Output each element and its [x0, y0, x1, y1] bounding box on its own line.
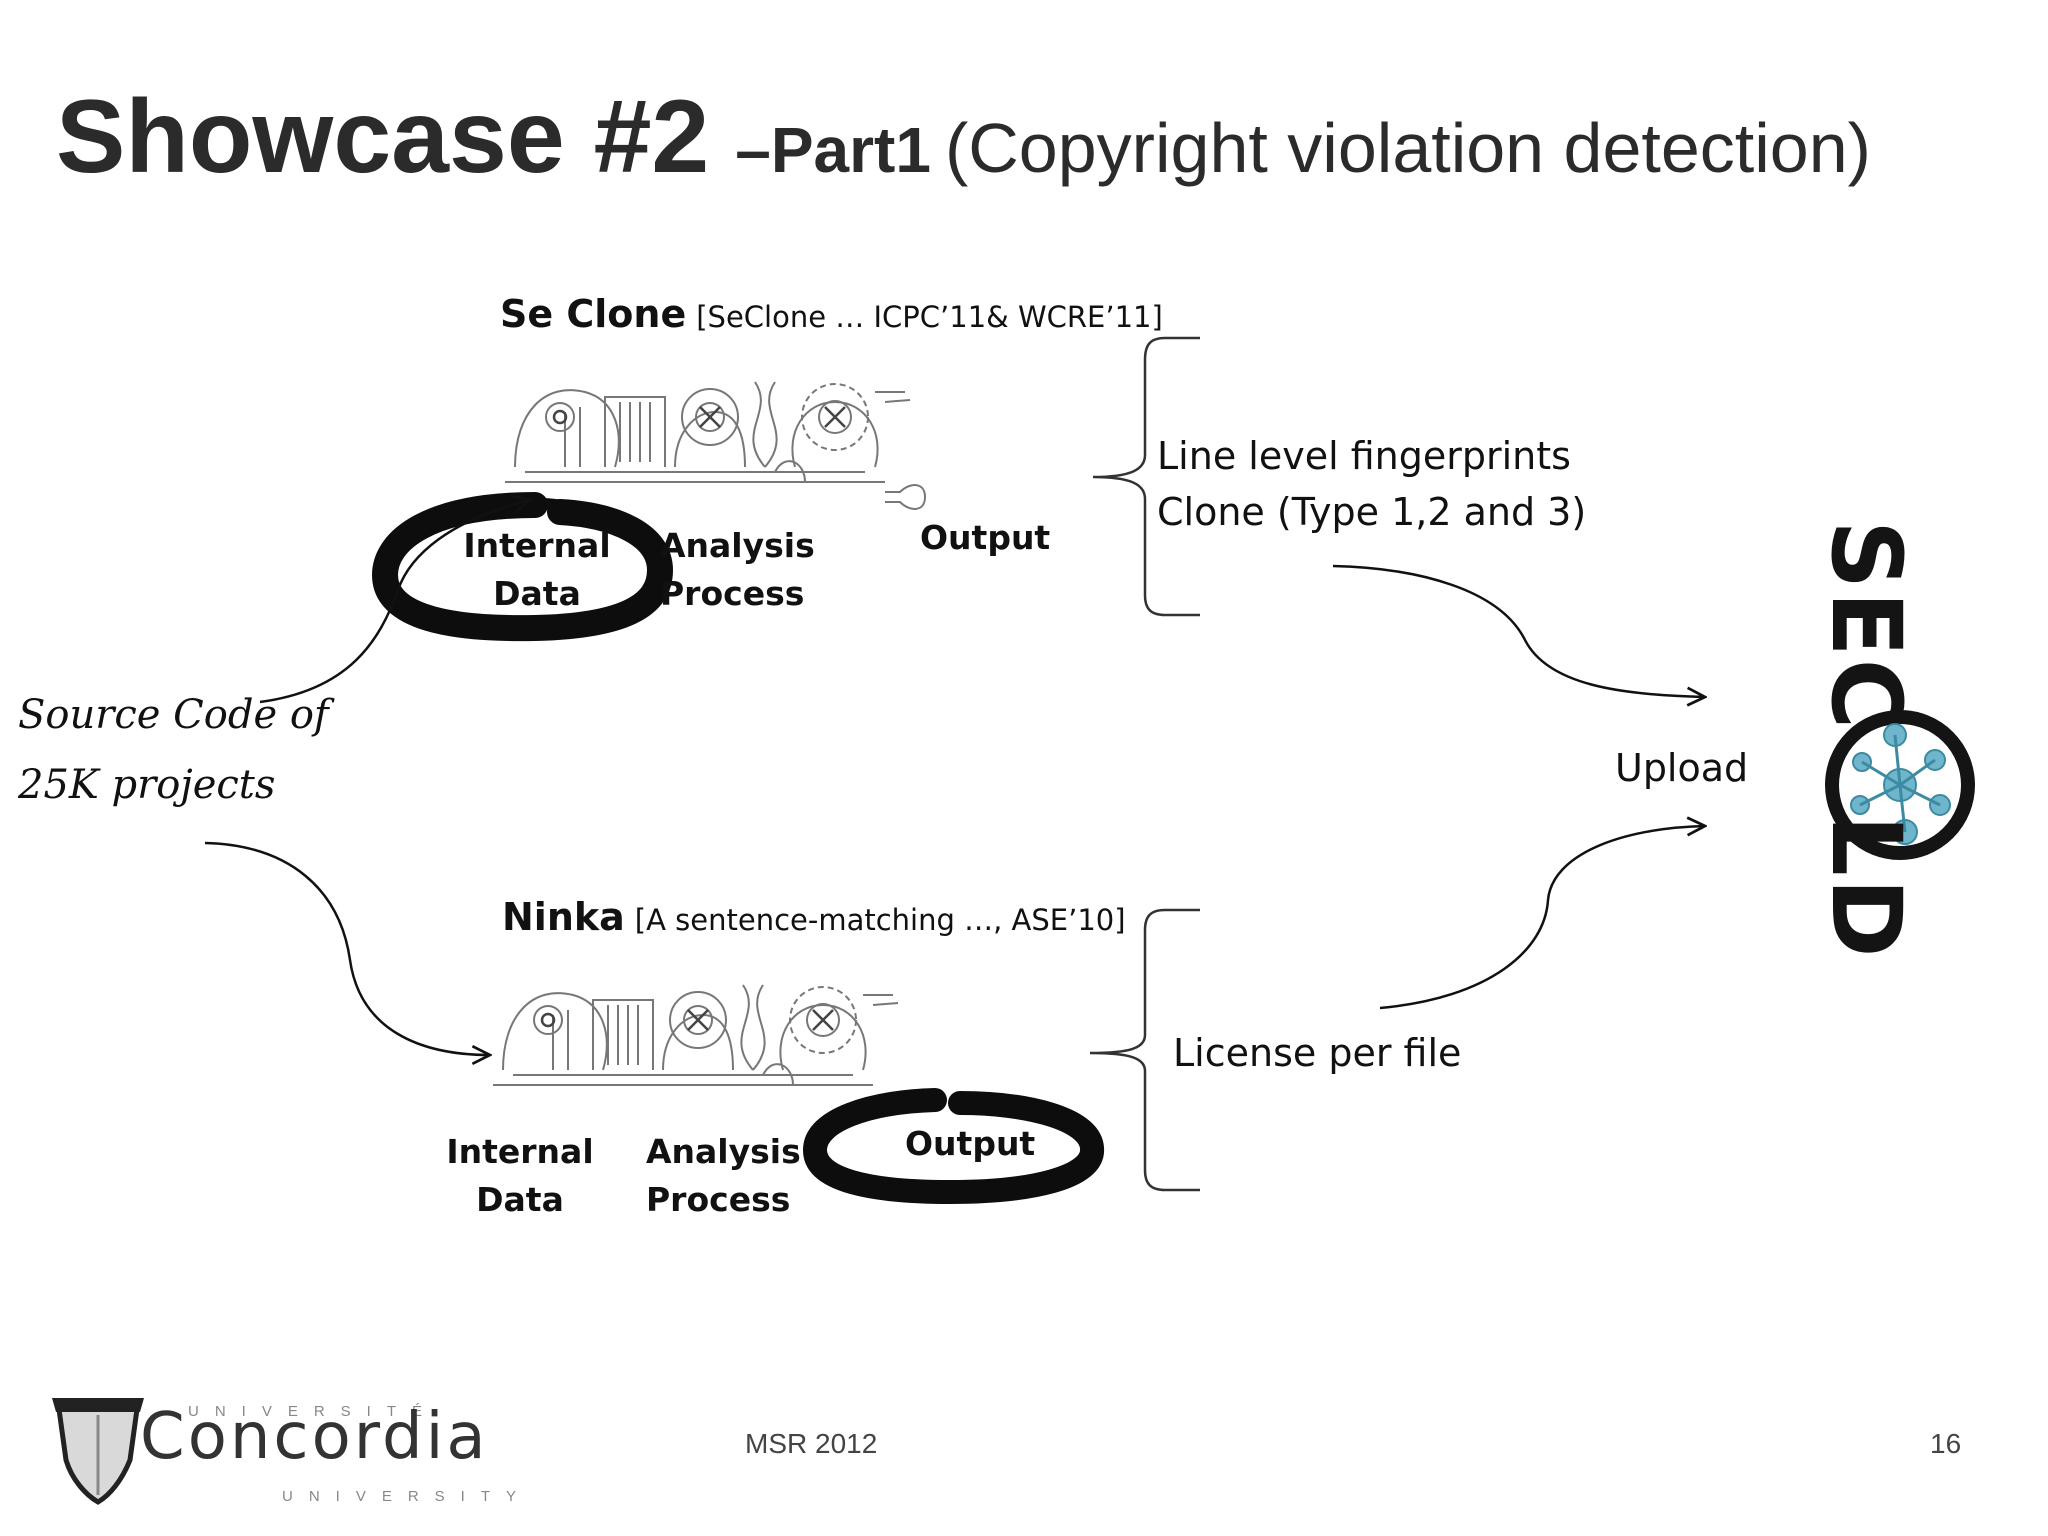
- seclone-result-clone: Clone (Type 1,2 and 3): [1157, 490, 1587, 534]
- source-line-2: 25K projects: [18, 762, 276, 808]
- seclone-analysis-process-label: Analysis Process: [660, 522, 815, 618]
- page-number: 16: [1930, 1428, 1962, 1459]
- ninka-output-brace: [1089, 908, 1200, 1192]
- ninka-internal-data-label: Internal Data: [445, 1128, 595, 1224]
- secold-letter-s: S: [1810, 520, 1922, 592]
- secold-wordmark: SECOLD: [1810, 520, 1922, 960]
- ninka-output-label: Output: [905, 1124, 1036, 1163]
- logo-universite: UNIVERSITÉ: [188, 1403, 439, 1420]
- ninka-analysis-process-label: Analysis Process: [646, 1128, 806, 1224]
- seclone-machine-illustration: [503, 380, 927, 510]
- ninka-to-upload-arrow: [1379, 826, 1705, 1010]
- ninka-reference: [A sentence-matching …, ASE’10]: [634, 903, 1126, 937]
- seclone-output-label: Output: [920, 518, 1051, 557]
- seclone-process-word: Process: [660, 574, 805, 613]
- seclone-data-word: Data: [493, 574, 581, 613]
- ninka-brush-circle: [802, 1088, 1104, 1205]
- seclone-brush-circle: [371, 492, 674, 642]
- secold-letter-o: O: [1810, 731, 1922, 815]
- ninka-name: Ninka: [502, 895, 625, 939]
- ninka-analysis-word: Analysis: [646, 1132, 801, 1171]
- slide-title: Showcase #2 –Part1(Copyright violation de…: [56, 78, 1871, 197]
- concordia-wordmark: Concordia: [140, 1400, 489, 1474]
- secold-letter-c: C: [1810, 658, 1922, 732]
- seclone-output-brace: [1092, 336, 1200, 617]
- seclone-reference: [SeClone … ICPC’11& WCRE’11]: [696, 300, 1163, 334]
- source-to-seclone-arrow: [259, 500, 530, 704]
- title-subtitle: (Copyright violation detection): [944, 109, 1871, 187]
- secold-letter-d: D: [1810, 877, 1922, 960]
- seclone-results: Line level fingerprints Clone (Type 1,2 …: [1157, 428, 1586, 540]
- ninka-process-word: Process: [646, 1180, 791, 1219]
- upload-label: Upload: [1615, 746, 1749, 790]
- title-main: Showcase #2: [56, 79, 710, 195]
- secold-letter-l: L: [1810, 814, 1922, 878]
- ninka-data-word: Data: [476, 1180, 564, 1219]
- seclone-to-upload-arrow: [1332, 564, 1705, 697]
- secold-network-icon: [1825, 710, 1975, 860]
- seclone-analysis-word: Analysis: [660, 526, 815, 565]
- seclone-result-fingerprints: Line level fingerprints: [1157, 434, 1571, 478]
- source-to-ninka-arrow: [204, 841, 490, 1055]
- logo-university: UNIVERSITY: [282, 1488, 533, 1505]
- seclone-name: Se Clone: [500, 292, 687, 336]
- ninka-machine-illustration: [491, 983, 900, 1087]
- secold-letter-e: E: [1810, 591, 1922, 659]
- concordia-shield-icon: [52, 1398, 144, 1505]
- seclone-internal-word: Internal: [463, 526, 611, 565]
- seclone-internal-data-label: Internal Data: [462, 522, 612, 618]
- seclone-title: Se Clone [SeClone … ICPC’11& WCRE’11]: [500, 292, 1163, 336]
- ninka-result-license: License per file: [1173, 1031, 1462, 1075]
- ninka-internal-word: Internal: [446, 1132, 594, 1171]
- ninka-title: Ninka [A sentence-matching …, ASE’10]: [502, 895, 1126, 939]
- title-part: –Part1: [735, 114, 931, 186]
- footer-conference: MSR 2012: [745, 1428, 878, 1459]
